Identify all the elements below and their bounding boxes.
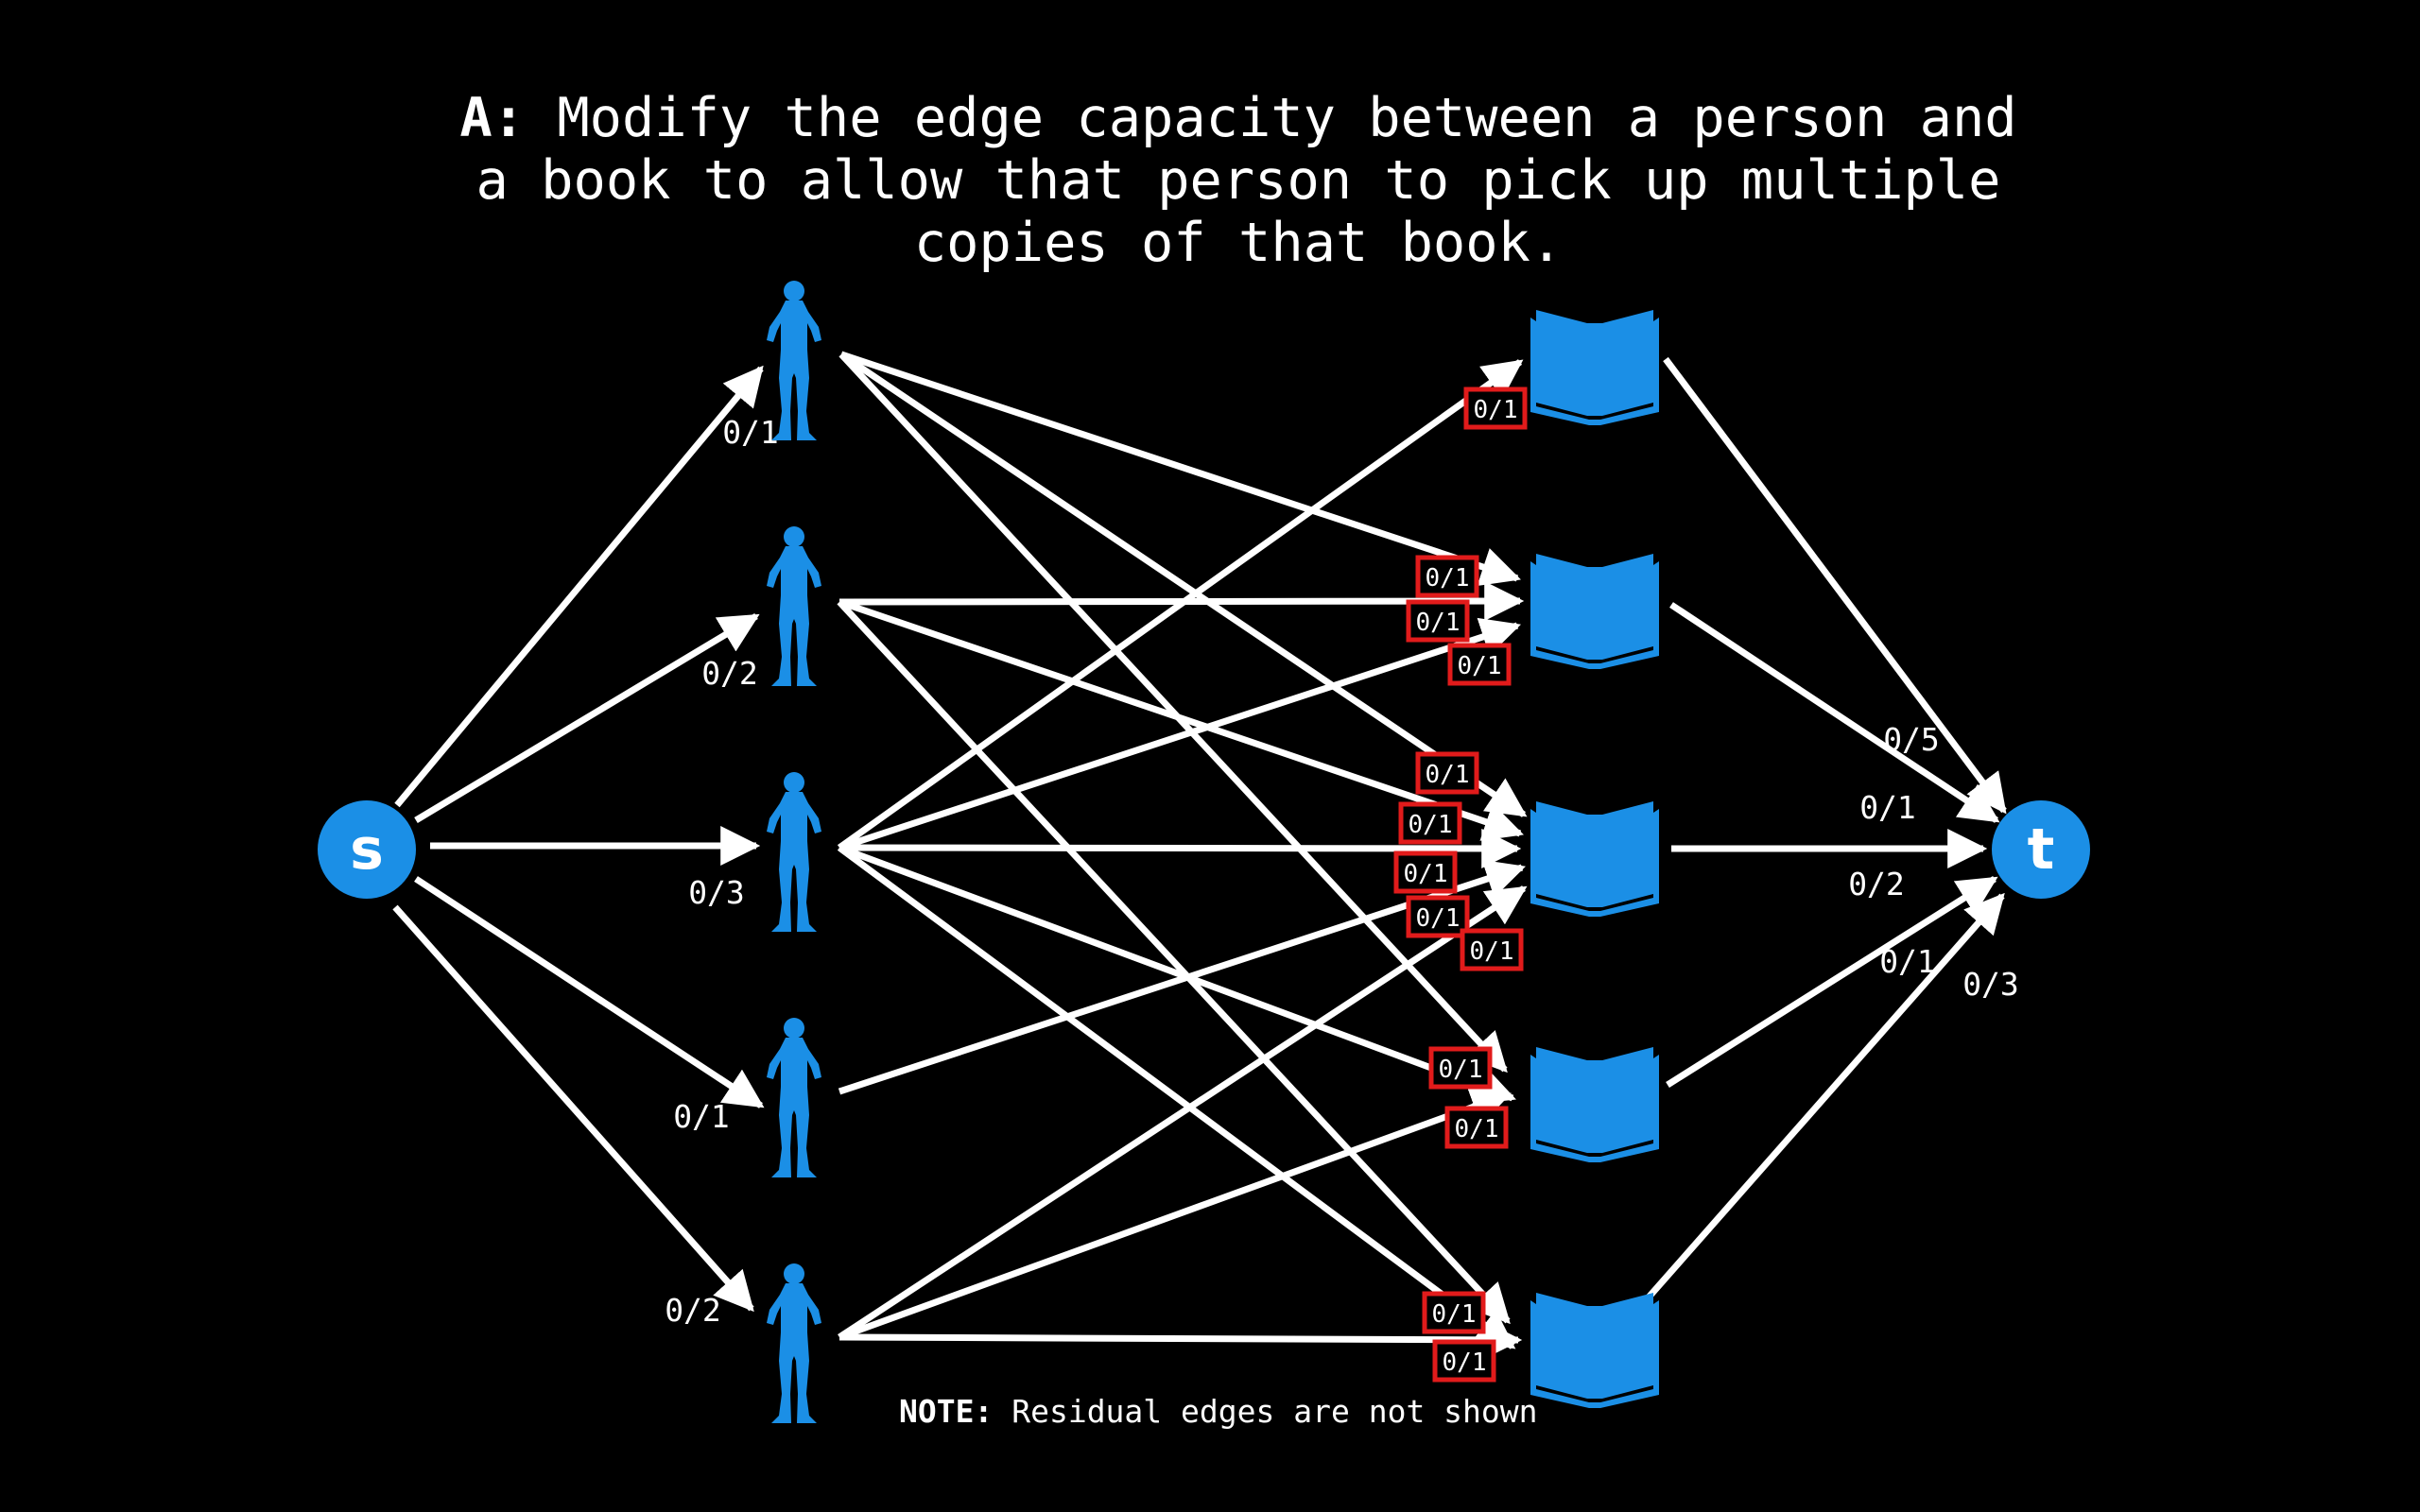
edge-label-person-2-book-3: 0/1 [1398, 801, 1462, 845]
slide-title: A: Modify the edge capacity between a pe… [359, 87, 2118, 274]
svg-text:0/1: 0/1 [1404, 860, 1448, 888]
edge-label-person-4-book-3: 0/1 [1406, 895, 1470, 938]
edge-label-person-5-book-5: 0/1 [1432, 1339, 1496, 1383]
svg-text:0/1: 0/1 [1879, 943, 1936, 980]
svg-text:0/2: 0/2 [701, 655, 758, 692]
edge-label-book-t-1: 0/5 [1883, 721, 1940, 758]
edge-person-2-book-5 [837, 599, 1511, 1325]
svg-text:0/1: 0/1 [1416, 609, 1461, 637]
edge-person-5-book-5 [838, 1319, 1523, 1360]
edge-s-person-2 [414, 612, 760, 824]
edge-label-s-person-3: 0/3 [688, 874, 745, 911]
svg-text:0/1: 0/1 [1470, 937, 1514, 966]
edge-label-person-1-book-2: 0/1 [1415, 555, 1479, 598]
svg-text:0/1: 0/1 [1416, 904, 1461, 933]
edge-label-book-t-2: 0/1 [1859, 789, 1916, 826]
person-icon-4 [767, 1018, 821, 1177]
book-icon-1 [1530, 310, 1659, 425]
svg-text:0/1: 0/1 [1439, 1056, 1483, 1084]
edge-label-s-person-2: 0/2 [701, 655, 758, 692]
svg-text:0/1: 0/1 [1432, 1300, 1477, 1329]
svg-text:0/1: 0/1 [1443, 1349, 1487, 1377]
svg-text:0/5: 0/5 [1883, 721, 1940, 758]
edge-person-1-book-3 [839, 352, 1528, 817]
edge-label-person-3-book-1: 0/1 [1463, 387, 1528, 430]
edge-label-s-person-1: 0/1 [722, 414, 779, 451]
edge-label-s-person-4: 0/1 [673, 1098, 730, 1135]
edge-label-person-5-book-3: 0/1 [1460, 928, 1524, 971]
svg-text:0/1: 0/1 [1409, 811, 1453, 839]
sink-node: t [1992, 800, 2090, 899]
title-text: Modify the edge capacity between a perso… [475, 87, 2017, 274]
svg-text:0/2: 0/2 [665, 1292, 721, 1329]
edge-book-t-4 [1666, 876, 1998, 1088]
svg-text:0/1: 0/1 [1455, 1115, 1499, 1143]
edge-person-5-book-3 [838, 885, 1528, 1340]
book-icon-5 [1530, 1293, 1659, 1408]
edge-person-3-book-4 [838, 844, 1516, 1105]
person-icon-5 [767, 1263, 821, 1423]
edge-s-person-5 [392, 904, 754, 1313]
svg-text:t: t [2028, 816, 2055, 883]
source-node: s [318, 800, 416, 899]
edge-s-person-1 [394, 365, 764, 808]
edge-book-t-2 [1669, 602, 2000, 823]
svg-text:0/3: 0/3 [1962, 966, 2019, 1003]
person-icon-3 [767, 772, 821, 932]
edge-label-person-3-book-4: 0/1 [1428, 1046, 1493, 1090]
title-prefix: A: [459, 87, 526, 149]
edge-label-s-person-5: 0/2 [665, 1292, 721, 1329]
edge-person-3-book-2 [838, 617, 1521, 851]
labels-layer: 0/1 0/2 0/3 0/1 0/2 0/5 0/1 0/2 0/1 0/3 0/1 0/1 0/1 0… [665, 387, 2019, 1383]
edge-label-person-1-book-4: 0/1 [1444, 1106, 1509, 1149]
edge-label-person-2-book-2: 0/1 [1406, 599, 1470, 643]
edge-label-book-t-3: 0/2 [1848, 866, 1905, 902]
svg-text:0/1: 0/1 [673, 1098, 730, 1135]
edge-label-person-2-book-5: 0/1 [1422, 1291, 1486, 1334]
edge-label-person-3-book-3: 0/1 [1393, 850, 1458, 894]
edge-book-t-5 [1623, 892, 2005, 1326]
edge-person-3-book-5 [837, 845, 1516, 1349]
svg-text:0/1: 0/1 [1426, 761, 1470, 789]
note: NOTE: Residual edges are not shown [899, 1393, 1538, 1430]
svg-text:0/1: 0/1 [1426, 564, 1470, 593]
svg-text:0/2: 0/2 [1848, 866, 1905, 902]
edge-person-5-book-4 [838, 1088, 1512, 1341]
edge-person-1-book-2 [839, 351, 1521, 587]
edges-layer [392, 351, 2007, 1360]
svg-text:0/3: 0/3 [688, 874, 745, 911]
svg-text:s: s [350, 816, 384, 883]
edge-label-person-3-book-2: 0/1 [1447, 643, 1512, 686]
edge-label-person-1-book-3: 0/1 [1415, 751, 1479, 795]
svg-text:0/1: 0/1 [722, 414, 779, 451]
note-text: Residual edges are not shown [1011, 1393, 1538, 1430]
edge-s-person-4 [414, 876, 765, 1108]
svg-text:0/1: 0/1 [1458, 652, 1502, 680]
book-icon-4 [1530, 1047, 1659, 1162]
edge-person-3-book-1 [837, 359, 1524, 850]
svg-text:0/1: 0/1 [1474, 396, 1518, 424]
person-icon-2 [767, 526, 821, 686]
edge-label-book-t-4: 0/1 [1879, 943, 1936, 980]
note-prefix: NOTE: [899, 1393, 994, 1430]
book-icon-2 [1530, 554, 1659, 669]
edge-person-3-book-3 [838, 828, 1522, 868]
svg-text:0/1: 0/1 [1859, 789, 1916, 826]
edge-person-2-book-3 [838, 598, 1524, 841]
edge-label-book-t-5: 0/3 [1962, 966, 2019, 1003]
book-icon-3 [1530, 801, 1659, 917]
edge-book-t-1 [1663, 356, 2007, 815]
